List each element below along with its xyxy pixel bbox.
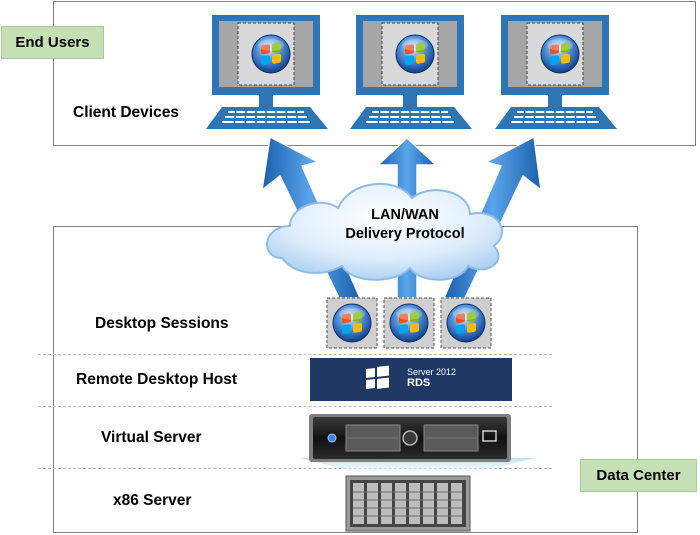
client-laptop-1 [206,15,329,130]
separator-1 [38,354,552,355]
x86-server-label: x86 Server [113,492,192,509]
windows-logo-icon [389,303,429,343]
cloud-label: LAN/WAN Delivery Protocol [330,206,480,244]
windows-logo-icon [332,303,372,343]
client-devices-label: Client Devices [73,104,179,121]
x86-server-icon [345,475,471,532]
remote-desktop-host-label: Remote Desktop Host [76,371,238,388]
windows-server-logo-icon [366,365,389,389]
rds-badge-line-1: Server 2012 [407,367,457,377]
cloud-line-2: Delivery Protocol [345,226,465,242]
rds-badge-line-2: RDS [407,377,431,389]
end-users-tag: End Users [1,26,104,59]
cloud-shape [266,182,503,281]
separator-2 [38,406,552,407]
server-glow [300,458,535,480]
rds-badge-text: Server 2012 RDS [407,367,456,389]
windows-logo-icon [395,34,435,74]
desktop-session-icons [326,297,492,349]
windows-logo-icon [251,34,291,74]
windows-logo-icon [540,34,580,74]
separator-3 [38,468,552,469]
virtual-server-icon [309,414,511,462]
cloud-line-1: LAN/WAN [371,207,439,223]
client-laptop-3 [495,15,618,130]
data-center-tag: Data Center [580,459,697,492]
desktop-sessions-label: Desktop Sessions [95,315,229,332]
rds-host-band [310,358,512,401]
virtual-server-label: Virtual Server [101,429,202,446]
client-laptop-2 [350,15,473,130]
windows-logo-icon [446,303,486,343]
